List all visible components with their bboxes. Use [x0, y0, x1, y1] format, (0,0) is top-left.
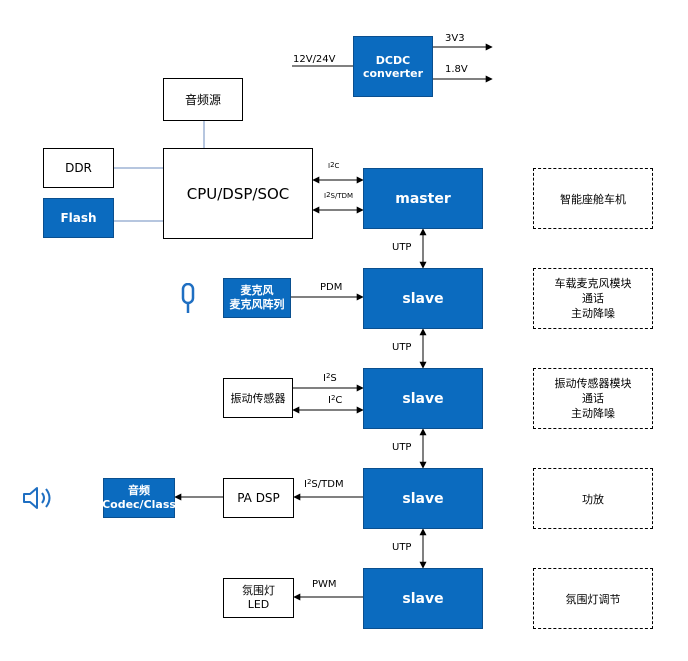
- vibration-sensor-box: 振动传感器: [223, 378, 293, 418]
- cpu-dsp-soc-box: CPU/DSP/SOC: [163, 148, 313, 239]
- microphone-array-box: 麦克风 麦克风阵列: [223, 278, 291, 318]
- master-node: master: [363, 168, 483, 229]
- note-amplifier: 功放: [533, 468, 653, 529]
- note-cockpit: 智能座舱车机: [533, 168, 653, 229]
- ddr-box: DDR: [43, 148, 114, 188]
- slave-node-1: slave: [363, 268, 483, 329]
- slave-node-4: slave: [363, 568, 483, 629]
- flash-box: Flash: [43, 198, 114, 238]
- pa-dsp-box: PA DSP: [223, 478, 294, 518]
- microphone-icon: [181, 283, 195, 313]
- i2s-tdm-link-label: I2S/TDM: [304, 478, 344, 490]
- pwm-link-label: PWM: [312, 579, 337, 590]
- i2c-link-label: I2C: [328, 394, 343, 406]
- dcdc-input-label: 12V/24V: [293, 54, 336, 65]
- i2c-bus-label: I2C: [328, 161, 340, 170]
- note-microphone-module: 车载麦克风模块 通话 主动降噪: [533, 268, 653, 329]
- utp-label-3: UTP: [392, 442, 412, 453]
- pdm-link-label: PDM: [320, 282, 343, 293]
- audio-codec-box: 音频 Codec/Class: [102, 478, 176, 518]
- note-vibration-module: 振动传感器模块 通话 主动降噪: [533, 368, 653, 429]
- speaker-icon: [23, 487, 51, 509]
- slave-node-2: slave: [363, 368, 483, 429]
- dcdc-output-1v8-label: 1.8V: [445, 64, 468, 75]
- note-ambient-light: 氛围灯调节: [533, 568, 653, 629]
- utp-label-1: UTP: [392, 242, 412, 253]
- utp-label-4: UTP: [392, 542, 412, 553]
- dcdc-converter-box: DCDC converter: [353, 36, 433, 97]
- utp-label-2: UTP: [392, 342, 412, 353]
- dcdc-output-3v3-label: 3V3: [445, 33, 465, 44]
- audio-source-box: 音频源: [163, 78, 243, 121]
- i2s-tdm-bus-label: I2S/TDM: [324, 191, 354, 200]
- slave-node-3: slave: [363, 468, 483, 529]
- ambient-led-box: 氛围灯 LED: [223, 578, 294, 618]
- i2s-link-label: I2S: [323, 372, 337, 384]
